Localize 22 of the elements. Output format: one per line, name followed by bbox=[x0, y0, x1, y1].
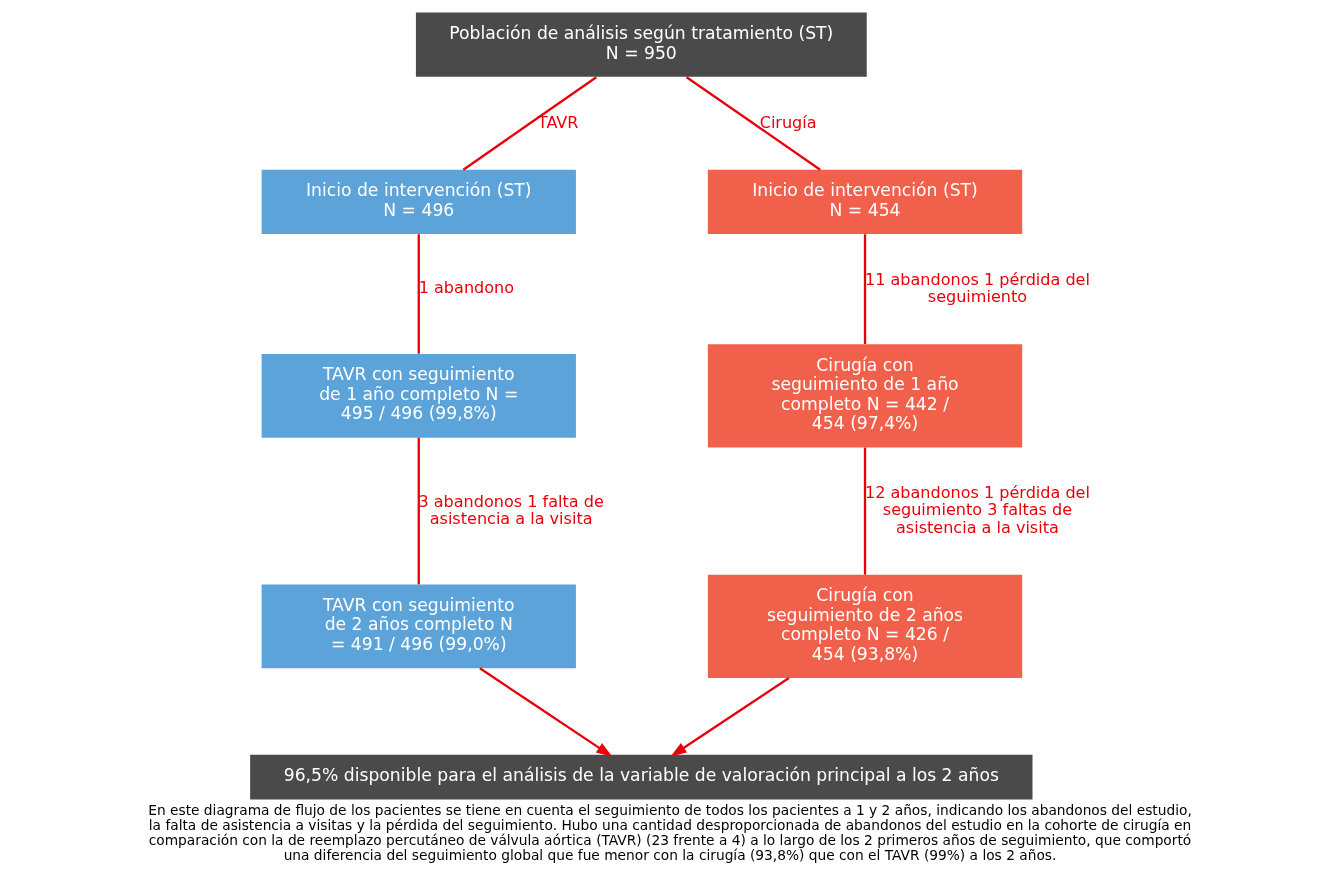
node-box: 96,5% disponible para el análisis de la variable de valoración principal a los 2 años bbox=[250, 754, 1033, 800]
caption: En este diagrama de flujo de los pacientes se tiene en cuenta el seguimiento de todos los pacientes a 1 y 2 años, indicando los abandonos del estudio, la falta de asistencia a visitas y la pérdida del seguimiento. Hubo una cantidad desproporcionada de abandonos del estudio en la cohorte de cirugía en comparación con la de reemplazo percutáneo de válvula aórtica (TAVR) (23 frente a 4) a lo largo de los 2 primeros años de seguimiento, que comportó una diferencia del seguimiento global que fue menor con la cirugía (93,8%) que con el TAVR (99%) a los 2 años. bbox=[148, 802, 1192, 863]
connector bbox=[863, 447, 867, 575]
connector bbox=[863, 234, 867, 344]
edge-label: Cirugía bbox=[759, 112, 817, 132]
edge-label: 1 abandono bbox=[418, 278, 515, 298]
node-box: Cirugía con seguimiento de 2 años completo N = 426 / 454 (93,8%) bbox=[707, 574, 1023, 678]
connector bbox=[685, 76, 821, 171]
arrow bbox=[670, 677, 790, 757]
edge-label: 12 abandonos 1 pérdida del seguimiento 3 faltas de asistencia a la visita bbox=[864, 483, 1090, 537]
arrow bbox=[479, 667, 613, 757]
edge-label: 11 abandonos 1 pérdida del seguimiento bbox=[864, 269, 1090, 306]
node-box: Inicio de intervención (ST) N = 496 bbox=[261, 169, 576, 234]
connector bbox=[417, 234, 420, 354]
connector bbox=[462, 76, 597, 171]
node-box: TAVR con seguimiento de 2 años completo N = 491 / 496 (99,0%) bbox=[261, 584, 576, 669]
edge-label: TAVR bbox=[537, 112, 579, 132]
node-box: Cirugía con seguimiento de 1 año completo N = 442 / 454 (97,4%) bbox=[707, 344, 1023, 448]
connector bbox=[417, 437, 420, 585]
node-box: Inicio de intervención (ST) N = 454 bbox=[707, 169, 1023, 234]
node-box: Población de análisis según tratamiento (ST) N = 950 bbox=[415, 12, 867, 77]
node-box: TAVR con seguimiento de 1 año completo N = 495 / 496 (99,8%) bbox=[261, 353, 576, 438]
